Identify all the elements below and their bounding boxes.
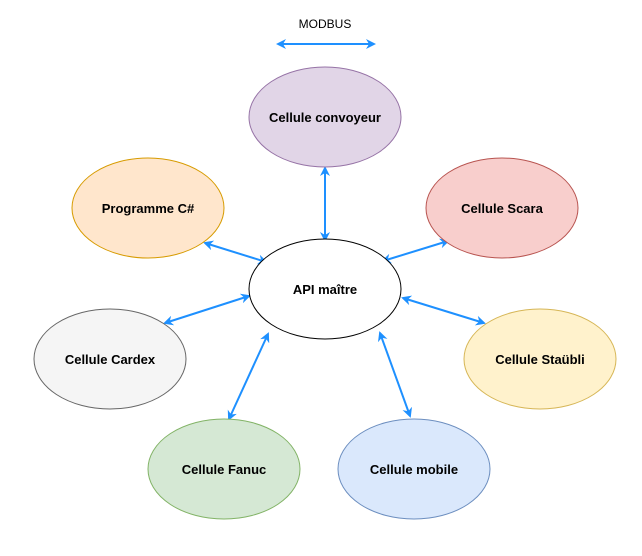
node-convoyeur-label: Cellule convoyeur (269, 110, 381, 125)
node-mobile-shape (337, 418, 491, 520)
edge-center-fanuc[interactable] (227, 332, 270, 421)
node-mobile[interactable]: Cellule mobile (337, 418, 491, 520)
node-fanuc[interactable]: Cellule Fanuc (147, 418, 301, 520)
node-programme[interactable]: Programme C# (71, 157, 225, 259)
node-center-label: API maître (293, 282, 357, 297)
legend: MODBUS (276, 17, 376, 49)
node-center-shape (248, 238, 402, 340)
node-cardex-label: Cellule Cardex (65, 352, 156, 367)
node-center[interactable]: API maître (248, 238, 402, 340)
node-scara-shape (425, 157, 579, 259)
node-programme-shape (71, 157, 225, 259)
node-staubli-label: Cellule Staübli (495, 352, 585, 367)
node-scara[interactable]: Cellule Scara (425, 157, 579, 259)
edge-center-staubli[interactable] (401, 295, 486, 326)
edge-center-cardex[interactable] (163, 293, 251, 326)
edge-center-programme[interactable] (203, 240, 268, 265)
node-mobile-label: Cellule mobile (370, 462, 458, 477)
node-staubli-shape (463, 308, 617, 410)
node-programme-label: Programme C# (102, 201, 195, 216)
node-scara-label: Cellule Scara (461, 201, 543, 216)
node-cardex-shape (33, 308, 187, 410)
node-fanuc-shape (147, 418, 301, 520)
edge-center-scara[interactable] (381, 238, 450, 264)
node-cardex[interactable]: Cellule Cardex (33, 308, 187, 410)
node-convoyeur-shape (248, 66, 402, 168)
node-fanuc-label: Cellule Fanuc (182, 462, 267, 477)
node-staubli[interactable]: Cellule Staübli (463, 308, 617, 410)
node-convoyeur[interactable]: Cellule convoyeur (248, 66, 402, 168)
connections (163, 166, 486, 421)
edge-center-mobile[interactable] (378, 331, 412, 418)
legend-label: MODBUS (299, 17, 352, 31)
